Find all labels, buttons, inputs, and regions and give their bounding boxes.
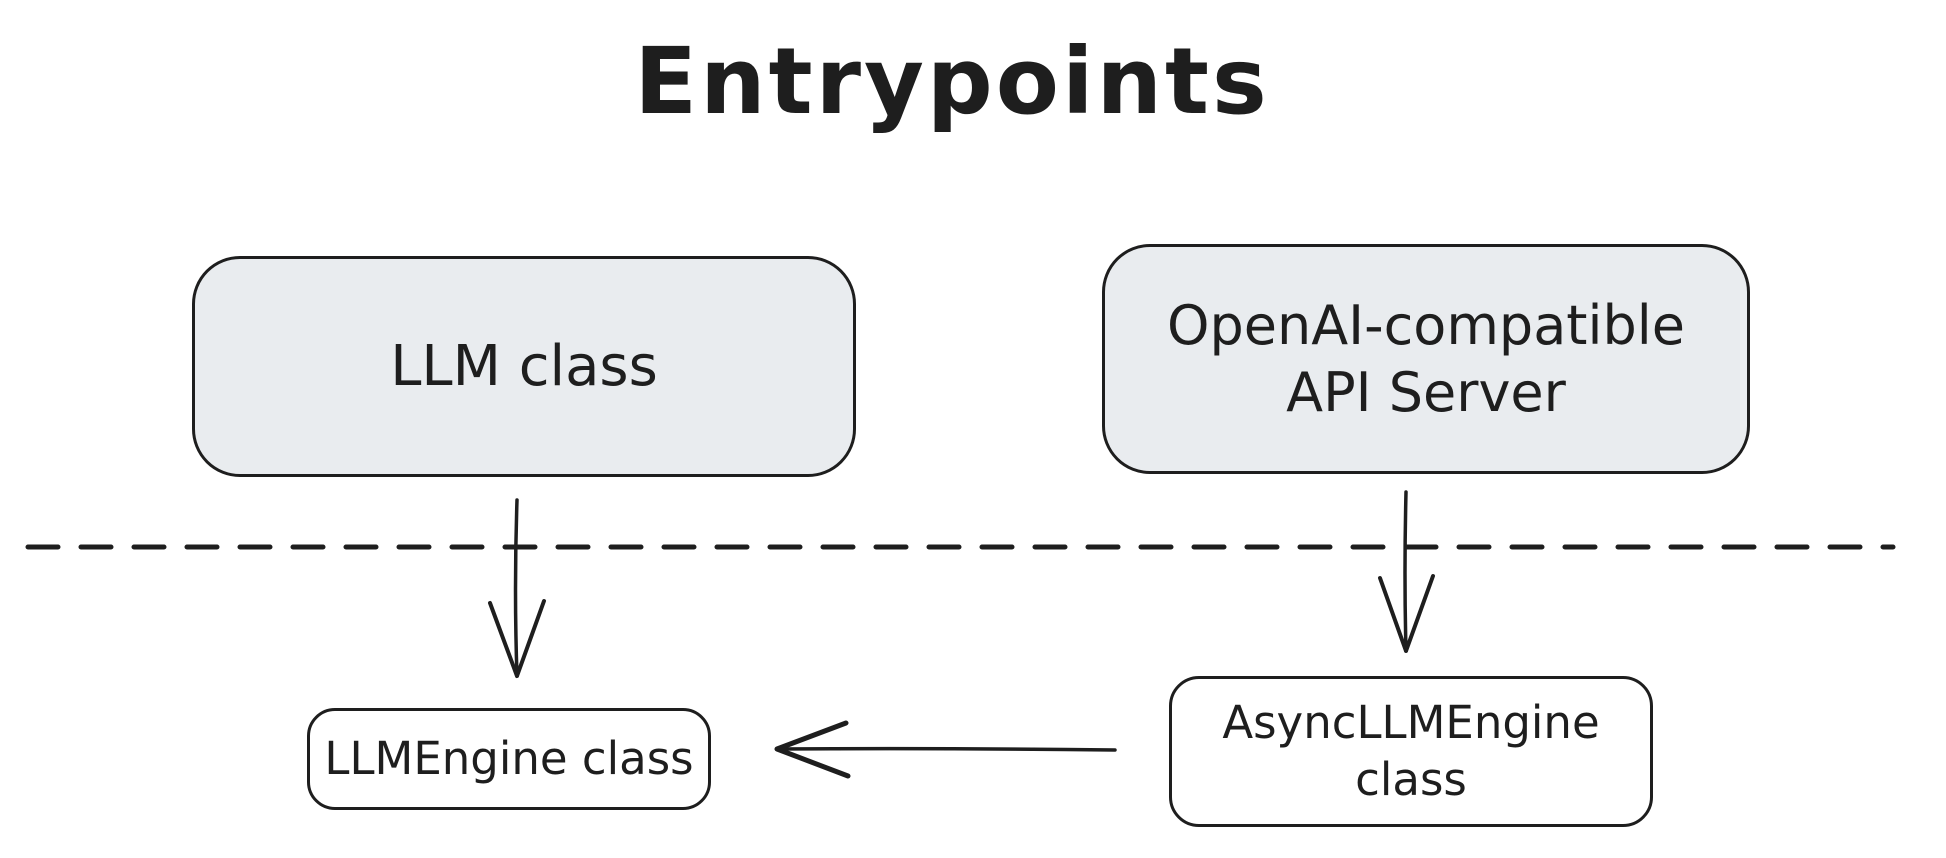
node-llm-class: LLM class [192, 256, 856, 477]
node-llmengine-class-label: LLMEngine class [324, 731, 694, 785]
node-openai-api-server: OpenAI-compatible API Server [1102, 244, 1750, 474]
node-openai-api-server-label: OpenAI-compatible API Server [1167, 293, 1685, 425]
node-llm-class-label: LLM class [390, 333, 658, 399]
node-asyncllmengine-class: AsyncLLMEngine class [1169, 676, 1653, 827]
arrow-asyncllmengine-to-llmengine [774, 720, 1117, 779]
arrow-llm-to-llmengine [488, 498, 546, 678]
node-asyncllmengine-class-label: AsyncLLMEngine class [1222, 696, 1600, 806]
diagram-title: Entrypoints [634, 28, 1270, 135]
arrow-apiserver-to-asyncllmengine [1378, 490, 1435, 653]
node-llmengine-class: LLMEngine class [307, 708, 711, 810]
